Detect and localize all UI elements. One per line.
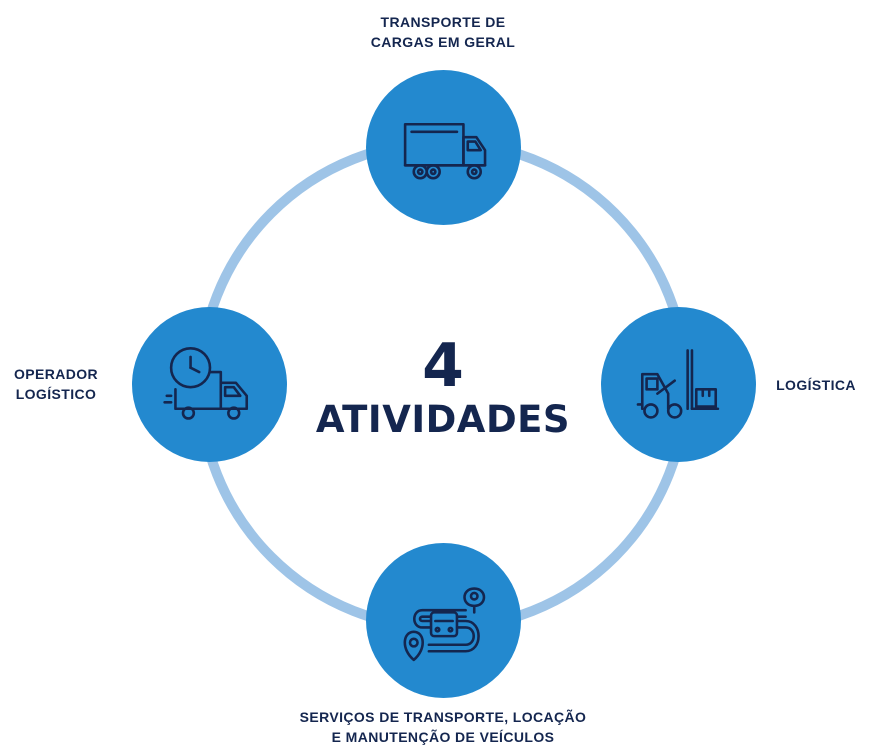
label-line: LOGÍSTICA bbox=[776, 377, 856, 393]
delivery-clock-icon bbox=[162, 346, 248, 420]
center-title: 4 ATIVIDADES bbox=[300, 335, 586, 443]
label-line: E MANUTENÇÃO DE VEÍCULOS bbox=[331, 729, 555, 745]
route-icon bbox=[403, 586, 485, 661]
label-line: SERVIÇOS DE TRANSPORTE, LOCAÇÃO bbox=[299, 709, 587, 725]
node-operador bbox=[132, 307, 287, 462]
label-line: TRANSPORTE DE bbox=[380, 14, 506, 30]
label-line: LOGÍSTICO bbox=[15, 386, 97, 402]
label-logistica: LOGÍSTICA bbox=[768, 375, 864, 395]
node-logistica bbox=[601, 307, 756, 462]
node-servicos bbox=[366, 543, 521, 698]
truck-icon bbox=[403, 122, 486, 180]
label-operador: OPERADOR LOGÍSTICO bbox=[6, 364, 106, 404]
activities-word: ATIVIDADES bbox=[315, 398, 571, 441]
label-servicos: SERVIÇOS DE TRANSPORTE, LOCAÇÃO E MANUTE… bbox=[253, 707, 633, 747]
label-line: CARGAS EM GERAL bbox=[370, 34, 516, 50]
label-line: OPERADOR bbox=[13, 366, 99, 382]
forklift-icon bbox=[636, 348, 719, 419]
node-transporte-cargas bbox=[366, 70, 521, 225]
label-transporte-cargas: TRANSPORTE DE CARGAS EM GERAL bbox=[343, 12, 543, 52]
activities-count: 4 bbox=[422, 331, 464, 401]
